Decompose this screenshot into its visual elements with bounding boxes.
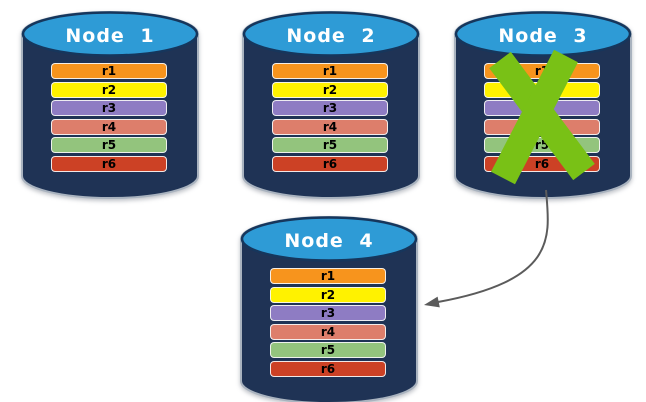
node-1-row-r3: r3: [51, 100, 167, 116]
node-4-row-r1: r1: [270, 268, 386, 284]
node-4-row-r3: r3: [270, 305, 386, 321]
node-1-title: Node 1: [65, 25, 155, 47]
node-4-title: Node 4: [284, 230, 374, 252]
cylinder-top: [21, 11, 199, 57]
node-2-row-r2: r2: [272, 82, 388, 98]
node-2-row-r5: r5: [272, 137, 388, 153]
node-1-row-r4: r4: [51, 119, 167, 135]
arrow-curve: [437, 189, 549, 303]
cylinder-top: [454, 11, 632, 57]
node-2-row-r4: r4: [272, 119, 388, 135]
node-3: Node 3 r1 r2 r3 r4 r5 r6: [453, 6, 633, 206]
node-2: Node 2 r1 r2 r3 r4 r5 r6: [241, 6, 421, 206]
cylinder-top: [240, 216, 418, 262]
cylinder-top: [242, 11, 420, 57]
node-1-row-r5: r5: [51, 137, 167, 153]
failure-x-icon: [489, 49, 595, 185]
node-4-row-r6: r6: [270, 361, 386, 377]
node-1-row-r1: r1: [51, 63, 167, 79]
node-4-row-r5: r5: [270, 342, 386, 358]
node-2-row-r1: r1: [272, 63, 388, 79]
node-2-title: Node 2: [286, 25, 376, 47]
arrow-head-icon: [424, 296, 440, 308]
node-2-row-r3: r3: [272, 100, 388, 116]
node-3-title: Node 3: [498, 25, 588, 47]
node-1: Node 1 r1 r2 r3 r4 r5 r6: [20, 6, 200, 206]
node-1-row-r6: r6: [51, 156, 167, 172]
node-4-row-r4: r4: [270, 324, 386, 340]
node-4: Node 4 r1 r2 r3 r4 r5 r6: [239, 211, 419, 402]
node-1-row-r2: r2: [51, 82, 167, 98]
node-2-row-r6: r6: [272, 156, 388, 172]
node-4-row-r2: r2: [270, 287, 386, 303]
